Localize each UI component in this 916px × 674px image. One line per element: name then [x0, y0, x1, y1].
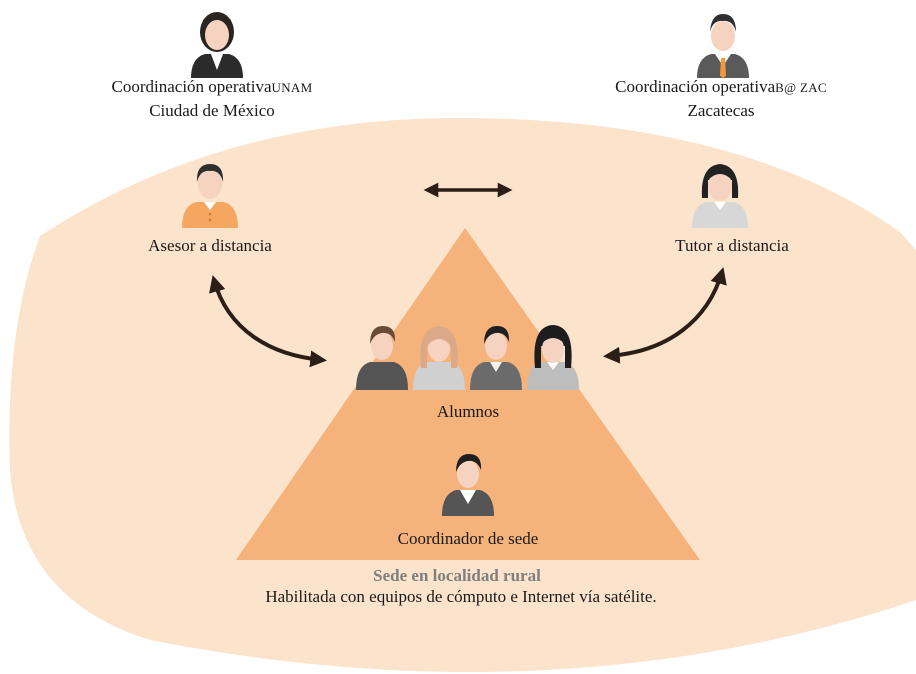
- woman-suit-icon: [191, 12, 243, 78]
- sede-title: Sede en localidad rural: [373, 566, 541, 585]
- coord-unam-city: Ciudad de México: [149, 101, 275, 120]
- student-female-icon: [527, 325, 579, 390]
- asesor-label: Asesor a distancia: [148, 236, 272, 255]
- student-male-icon: [470, 326, 522, 390]
- alumnos-label: Alumnos: [436, 402, 500, 421]
- coord-bzac-city: Zacatecas: [687, 101, 755, 120]
- coord-unam-label: Coordinación operativaUNAM Ciudad de Méx…: [82, 75, 342, 122]
- woman-gray-shirt-icon: [692, 164, 748, 228]
- tutor-curved-arrow: [602, 267, 727, 364]
- student-female-icon: [413, 326, 465, 390]
- sede-triangle: [236, 228, 700, 560]
- man-suit-icon: [697, 14, 749, 78]
- man-orange-shirt-icon: [182, 164, 238, 228]
- coordinador-label: Coordinador de sede: [397, 529, 539, 548]
- student-male-icon: [356, 326, 408, 390]
- tutor-label: Tutor a distancia: [675, 236, 789, 255]
- coord-unam-title: Coordinación operativa: [111, 77, 272, 96]
- coord-bzac-label: Coordinación operativaB@ ZAC Zacatecas: [586, 75, 856, 122]
- sede-subtitle: Habilitada con equipos de cómputo e Inte…: [265, 587, 657, 606]
- coord-bzac-title: Coordinación operativa: [615, 77, 776, 96]
- coord-unam-tag: UNAM: [271, 80, 313, 95]
- coord-bzac-tag: B@ ZAC: [775, 80, 827, 95]
- asesor-curved-arrow: [209, 275, 328, 368]
- coordinator-icon: [442, 454, 494, 516]
